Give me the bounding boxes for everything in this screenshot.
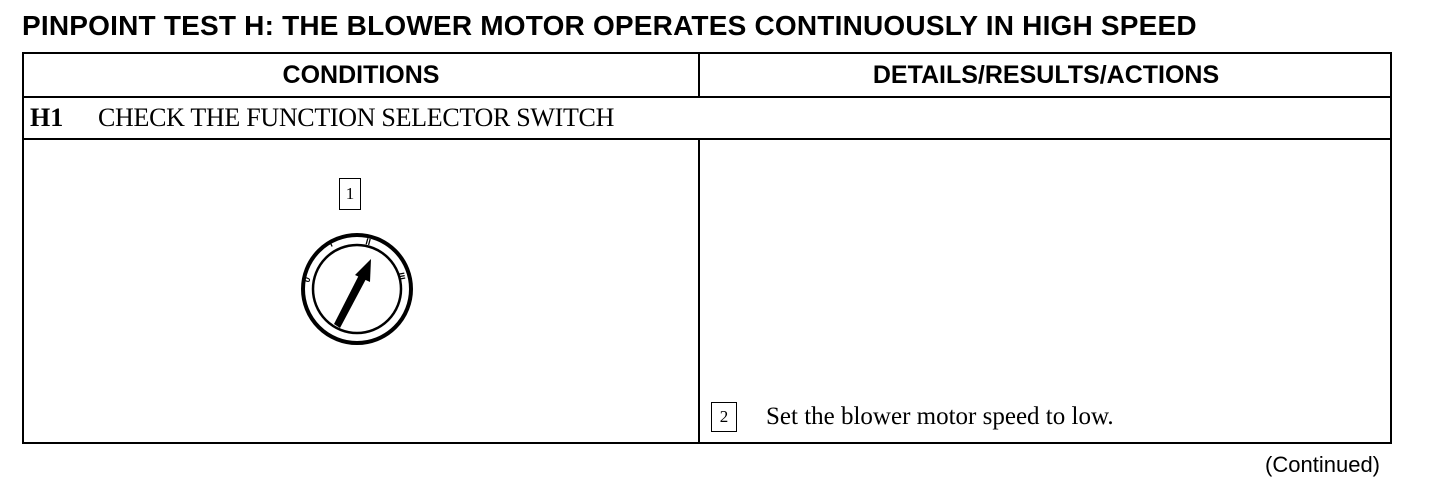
function-selector-dial-icon: 0 I II III <box>301 233 413 345</box>
dial-mark-1: I <box>328 239 335 249</box>
dial-mark-0: 0 <box>301 276 312 284</box>
dial-pointer-shaft <box>334 275 366 328</box>
column-divider <box>698 140 700 442</box>
step-id: H1 <box>30 103 64 132</box>
page-title: PINPOINT TEST H: THE BLOWER MOTOR OPERAT… <box>22 10 1197 41</box>
table-header-row: CONDITIONS DETAILS/RESULTS/ACTIONS <box>24 54 1390 98</box>
dial-mark-3: III <box>396 272 407 281</box>
details-header: DETAILS/RESULTS/ACTIONS <box>872 60 1220 89</box>
column-divider <box>698 54 700 98</box>
pinpoint-test-table: CONDITIONS DETAILS/RESULTS/ACTIONS H1 CH… <box>22 52 1392 444</box>
step-title: CHECK THE FUNCTION SELECTOR SWITCH <box>98 103 615 132</box>
callout-1: 1 <box>339 178 361 210</box>
action-instruction: Set the blower motor speed to low. <box>766 403 1114 430</box>
dial-mark-2: II <box>364 236 371 247</box>
dial-pointer-head <box>355 259 371 282</box>
step-row: H1 CHECK THE FUNCTION SELECTOR SWITCH <box>24 98 1390 140</box>
conditions-header: CONDITIONS <box>282 60 440 89</box>
callout-2: 2 <box>711 402 737 432</box>
continued-note: (Continued) <box>1265 452 1380 477</box>
